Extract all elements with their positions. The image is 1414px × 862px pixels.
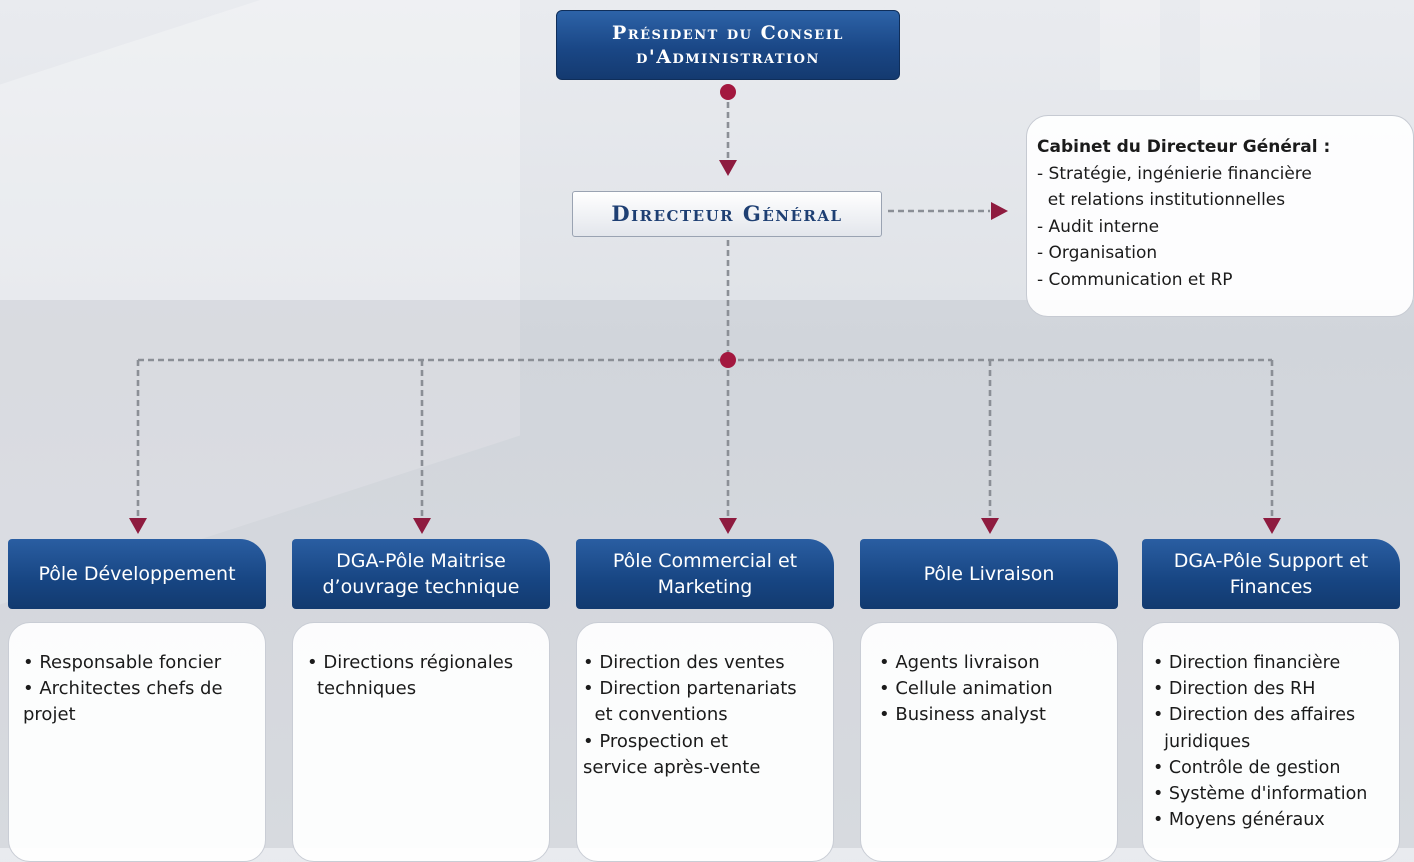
- card-line: • Direction des ventes: [583, 652, 785, 673]
- arrow-to-pole-4: [981, 518, 999, 534]
- card-line: service après-vente: [583, 756, 761, 778]
- pole-title-line: DGA-Pôle Maitrise: [336, 550, 506, 572]
- cabinet-title: Cabinet du Directeur Général :: [1037, 137, 1331, 157]
- card-line: • Business analyst: [879, 704, 1046, 726]
- card-line: • Système d'information: [1153, 784, 1368, 805]
- card-line: • Architectes chefs de: [23, 678, 223, 700]
- card-line: projet: [23, 704, 76, 726]
- president-title-line2: d'Administration: [636, 46, 820, 68]
- card-line: juridiques: [1153, 731, 1251, 752]
- arrow-to-cabinet: [991, 202, 1008, 220]
- junction-dot-top: [720, 84, 736, 100]
- card-line: techniques: [317, 678, 417, 700]
- card-line: • Contrôle de gestion: [1153, 757, 1341, 778]
- pole-title-line: DGA-Pôle Support et: [1173, 550, 1369, 572]
- arrow-to-pole-3: [719, 518, 737, 534]
- card-line: • Direction des affaires: [1153, 705, 1356, 726]
- card-line: • Direction partenariats: [583, 678, 797, 700]
- cabinet-item: - Audit interne: [1037, 216, 1160, 237]
- arrow-to-pole-1: [129, 518, 147, 534]
- pole-title-line: Pôle Développement: [38, 563, 236, 585]
- background-window: [1100, 0, 1160, 90]
- card-line: • Direction financière: [1153, 653, 1341, 673]
- arrow-to-pole-5: [1263, 518, 1281, 534]
- card-line: • Agents livraison: [879, 652, 1040, 673]
- cabinet-item: - Stratégie, ingénierie financière: [1037, 163, 1312, 184]
- pole-commercial-marketing-header: Pôle Commercial et Marketing: [576, 539, 834, 609]
- cabinet-item: et relations institutionnelles: [1037, 190, 1286, 210]
- pole-commercial-marketing-card: • Direction des ventes • Direction parte…: [576, 622, 834, 862]
- pole-title-line: Pôle Commercial et: [612, 550, 798, 572]
- president-title-line1: Président du Conseil: [612, 22, 844, 44]
- background-window: [1200, 0, 1260, 100]
- pole-livraison-header: Pôle Livraison: [860, 539, 1118, 609]
- pole-title-line: Finances: [1229, 576, 1313, 598]
- cabinet-box: Cabinet du Directeur Général : - Stratég…: [1026, 115, 1414, 317]
- card-line: et conventions: [583, 704, 728, 726]
- cabinet-item: - Communication et RP: [1037, 269, 1233, 290]
- pole-title-line: Marketing: [657, 576, 753, 598]
- directeur-general-box: Directeur Général: [572, 191, 882, 237]
- pole-title-line: d’ouvrage technique: [322, 576, 520, 598]
- pole-support-finances-header: DGA-Pôle Support et Finances: [1142, 539, 1400, 609]
- cabinet-item: - Organisation: [1037, 243, 1158, 263]
- pole-maitrise-ouvrage-header: DGA-Pôle Maitrise d’ouvrage technique: [292, 539, 550, 609]
- card-line: • Moyens généraux: [1153, 810, 1325, 831]
- pole-developpement-card: • Responsable foncier • Architectes chef…: [8, 622, 266, 862]
- pole-livraison-card: • Agents livraison • Cellule animation •…: [860, 622, 1118, 862]
- card-line: • Responsable foncier: [23, 652, 222, 673]
- card-line: • Cellule animation: [879, 678, 1053, 700]
- card-line: • Prospection et: [583, 730, 729, 752]
- arrow-to-dg: [719, 160, 737, 176]
- pole-maitrise-ouvrage-card: • Directions régionales techniques: [292, 622, 550, 862]
- arrow-to-pole-2: [413, 518, 431, 534]
- president-box: Président du Conseil d'Administration: [556, 10, 900, 80]
- pole-title-line: Pôle Livraison: [923, 563, 1055, 585]
- card-line: • Directions régionales: [307, 652, 514, 673]
- pole-support-finances-card: • Direction financière • Direction des R…: [1142, 622, 1400, 862]
- junction-dot-bus: [720, 352, 736, 368]
- pole-developpement-header: Pôle Développement: [8, 539, 266, 609]
- card-line: • Direction des RH: [1153, 679, 1316, 700]
